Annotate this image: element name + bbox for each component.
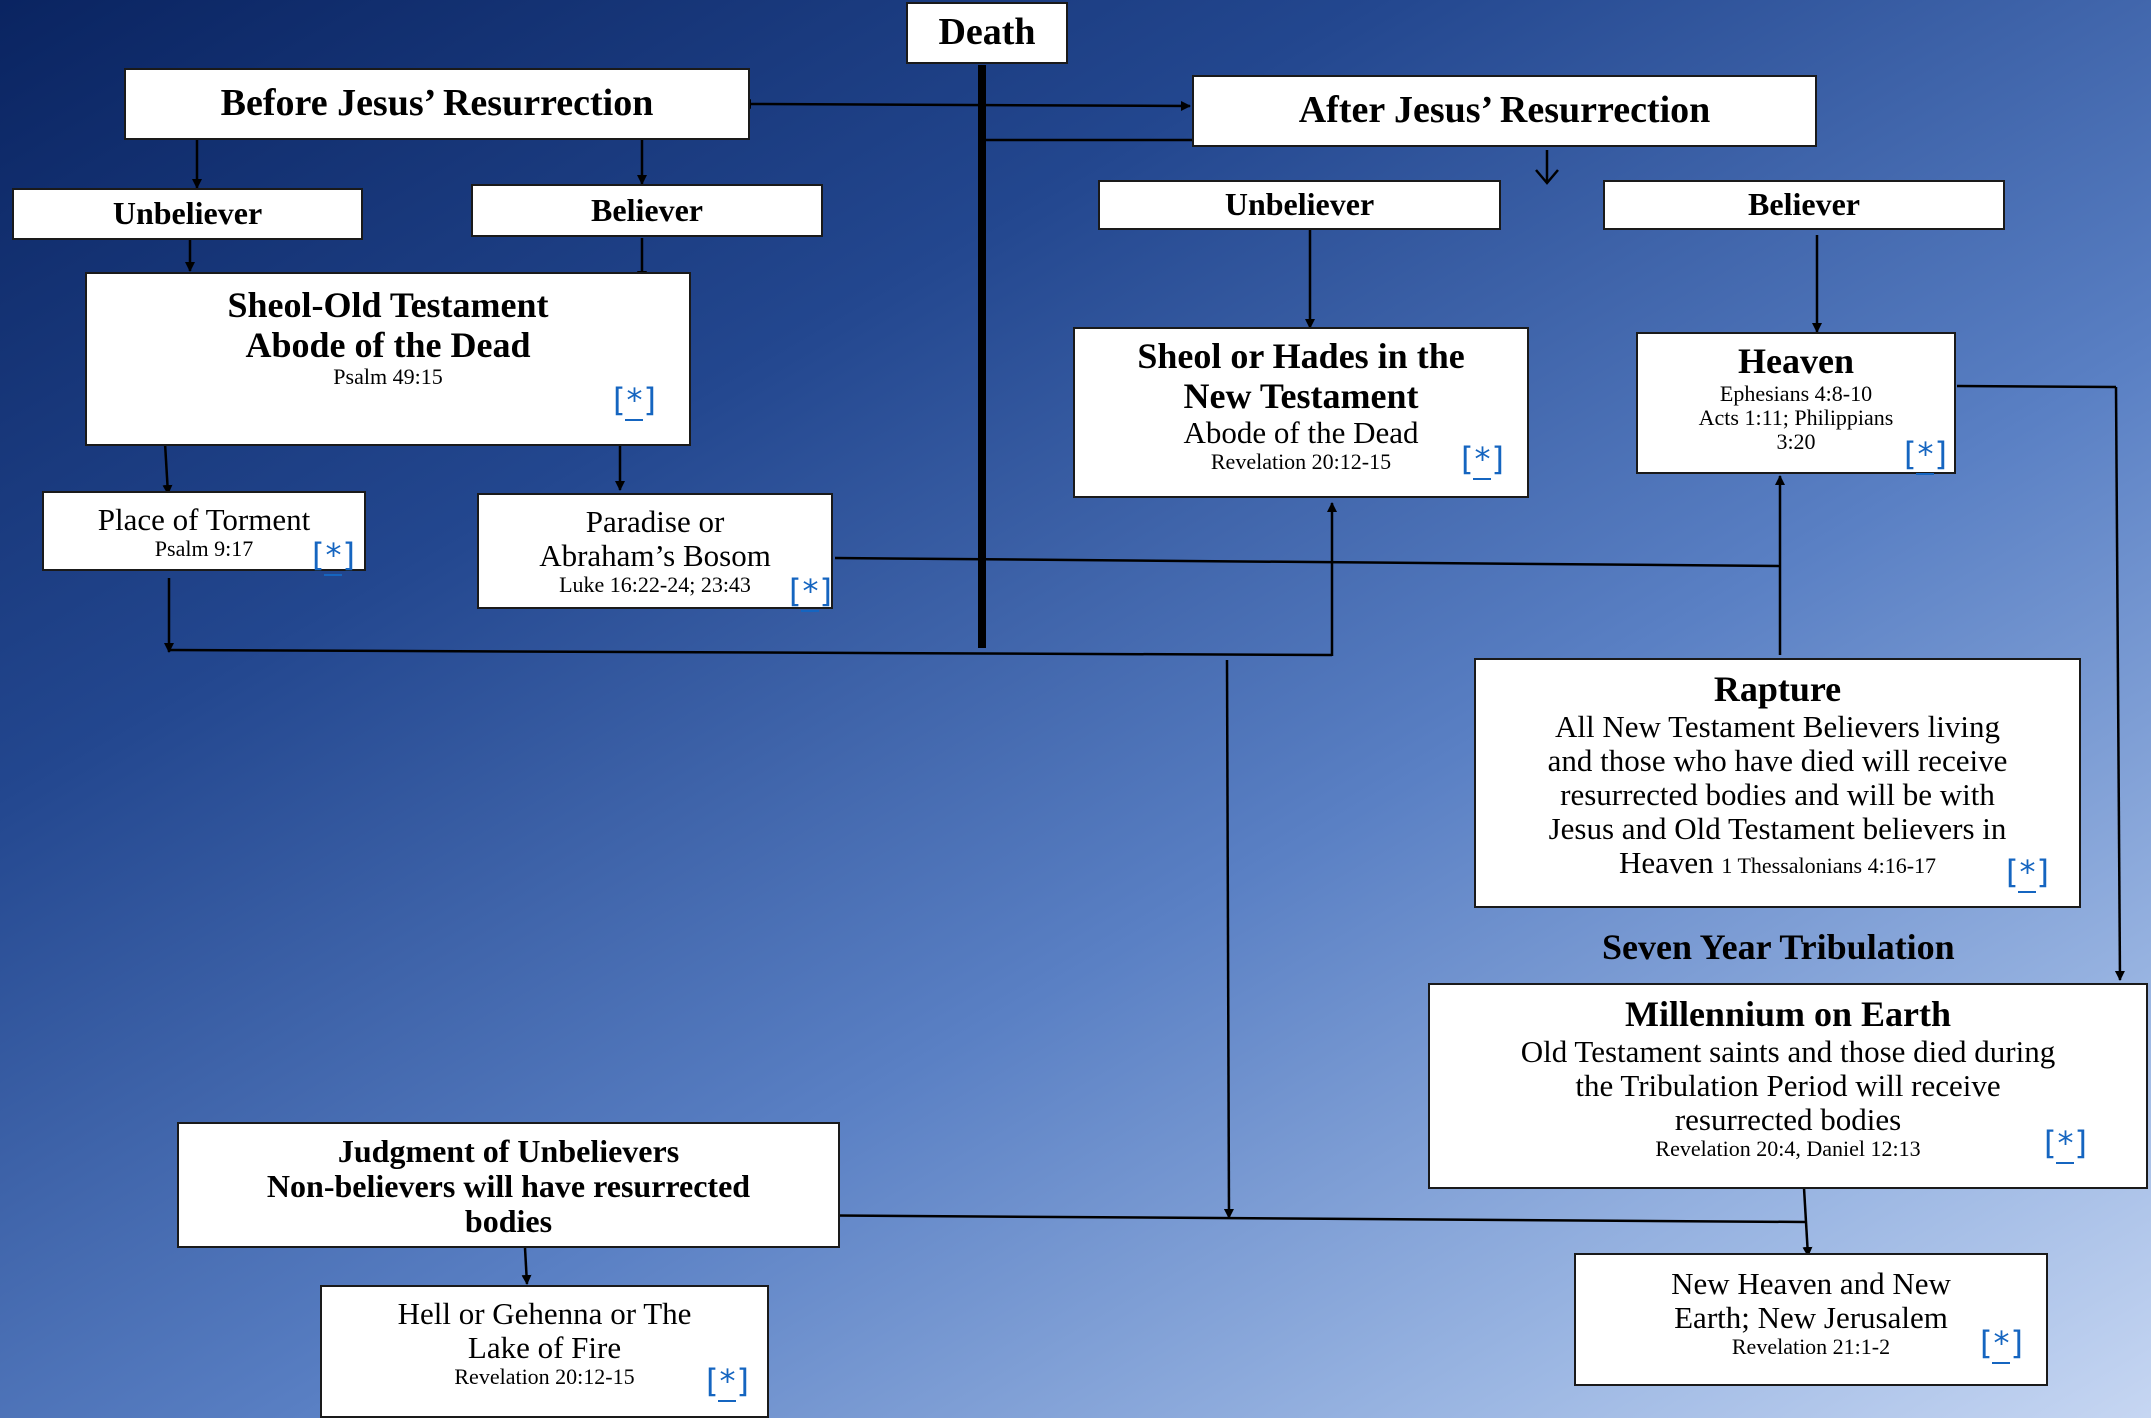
after-resurrection-node: After Jesus’ Resurrection <box>1192 75 1817 147</box>
judgment-node: Judgment of Unbelievers Non-believers wi… <box>177 1122 840 1248</box>
before-resurrection-label: Before Jesus’ Resurrection <box>220 82 654 125</box>
millennium-footnote-link[interactable]: [*] <box>2044 1124 2087 1164</box>
paradise-ref: Luke 16:22-24; 23:43 <box>559 572 751 598</box>
torment-line1: Place of Torment <box>97 502 311 537</box>
before-unbeliever-label: Unbeliever <box>112 195 263 232</box>
hell-node: Hell or Gehenna or The Lake of Fire Reve… <box>320 1285 769 1418</box>
before-believer-label: Believer <box>591 191 703 228</box>
sheol-old-testament-node: Sheol-Old Testament Abode of the Dead Ps… <box>85 272 691 446</box>
death-label: Death <box>938 11 1036 54</box>
hell-line2: Lake of Fire <box>467 1330 622 1366</box>
torment-ref: Psalm 9:17 <box>154 536 254 562</box>
rapture-line2: and those who have died will receive <box>1547 742 2008 778</box>
paradise-node: Paradise or Abraham’s Bosom Luke 16:22-2… <box>477 493 833 612</box>
new-heaven-footnote-link[interactable]: [*] <box>1980 1324 2023 1364</box>
after-resurrection-label: After Jesus’ Resurrection <box>1298 89 1711 132</box>
sheol-ot-line2: Abode of the Dead <box>245 324 531 365</box>
sheol-ot-line1: Sheol-Old Testament <box>227 285 549 325</box>
sheol-ot-ref: Psalm 49:15 <box>333 364 443 390</box>
heaven-ref3: 3:20 <box>1776 428 1816 454</box>
millennium-line1: Old Testament saints and those died duri… <box>1520 1033 2056 1069</box>
rapture-title: Rapture <box>1713 669 1842 709</box>
millennium-title: Millennium on Earth <box>1624 994 1952 1034</box>
judgment-line1: Judgment of Unbelievers <box>337 1133 680 1169</box>
hades-line1: Sheol or Hades in the <box>1137 336 1465 376</box>
before-believer-node: Believer <box>471 184 823 237</box>
millennium-line3: resurrected bodies <box>1674 1101 1902 1137</box>
new-heaven-line2: Earth; New Jerusalem <box>1674 1300 1948 1336</box>
heaven-footnote-link[interactable]: [*] <box>1904 435 1947 475</box>
tribulation-label: Seven Year Tribulation <box>1602 927 1955 967</box>
hell-line1: Hell or Gehenna or The <box>397 1296 692 1331</box>
after-believer-label: Believer <box>1748 186 1860 223</box>
rapture-node: Rapture All New Testament Believers livi… <box>1474 658 2081 908</box>
rapture-line3: resurrected bodies and will be with <box>1560 776 1995 812</box>
after-unbeliever-label: Unbeliever <box>1224 186 1375 223</box>
paradise-line2: Abraham’s Bosom <box>539 538 771 574</box>
before-unbeliever-node: Unbeliever <box>12 188 363 240</box>
rapture-line4: Jesus and Old Testament believers in <box>1548 810 2007 846</box>
rapture-line5: Heaven <box>1618 844 1714 880</box>
heaven-ref2: Acts 1:11; Philippians <box>1698 404 1894 430</box>
new-heaven-ref: Revelation 21:1-2 <box>1731 1334 1891 1360</box>
rapture-line5-wrap: Heaven 1 Thessalonians 4:16-17 <box>1476 844 2079 880</box>
hell-ref: Revelation 20:12-15 <box>454 1364 635 1390</box>
paradise-line1: Paradise or <box>585 504 725 539</box>
rapture-ref: 1 Thessalonians 4:16-17 <box>1721 852 1937 878</box>
new-heaven-line1: New Heaven and New <box>1671 1266 1951 1301</box>
heaven-ref1: Ephesians 4:8-10 <box>1719 380 1873 406</box>
place-of-torment-node: Place of Torment Psalm 9:17 [*] <box>42 491 366 576</box>
hades-line2: New Testament <box>1183 375 1419 416</box>
hades-footnote-link[interactable]: [*] <box>1461 440 1504 480</box>
hades-ref: Revelation 20:12-15 <box>1210 449 1392 475</box>
before-resurrection-node: Before Jesus’ Resurrection <box>124 68 750 140</box>
hades-line3: Abode of the Dead <box>1183 415 1419 451</box>
millennium-line2: the Tribulation Period will receive <box>1575 1067 2001 1103</box>
sheol-ot-footnote-link[interactable]: [*] <box>613 381 656 421</box>
judgment-line2: Non-believers will have resurrected <box>266 1168 751 1205</box>
millennium-ref: Revelation 20:4, Daniel 12:13 <box>1655 1135 1921 1161</box>
hell-footnote-link[interactable]: [*] <box>706 1362 749 1402</box>
torment-footnote-link[interactable]: [*] <box>312 536 355 576</box>
hades-new-testament-node: Sheol or Hades in the New Testament Abod… <box>1073 327 1529 498</box>
rapture-footnote-link[interactable]: [*] <box>2006 853 2049 893</box>
heaven-title: Heaven <box>1738 341 1854 381</box>
heaven-node: Heaven Ephesians 4:8-10 Acts 1:11; Phili… <box>1636 332 1956 475</box>
judgment-line3: bodies <box>464 1203 553 1240</box>
after-believer-node: Believer <box>1603 180 2005 230</box>
paradise-footnote-link[interactable]: [*] <box>789 572 832 612</box>
millennium-node: Millennium on Earth Old Testament saints… <box>1428 983 2148 1189</box>
new-heaven-node: New Heaven and New Earth; New Jerusalem … <box>1574 1253 2048 1386</box>
after-unbeliever-node: Unbeliever <box>1098 180 1501 230</box>
death-node: Death <box>906 2 1068 64</box>
rapture-line1: All New Testament Believers living <box>1555 708 2000 744</box>
